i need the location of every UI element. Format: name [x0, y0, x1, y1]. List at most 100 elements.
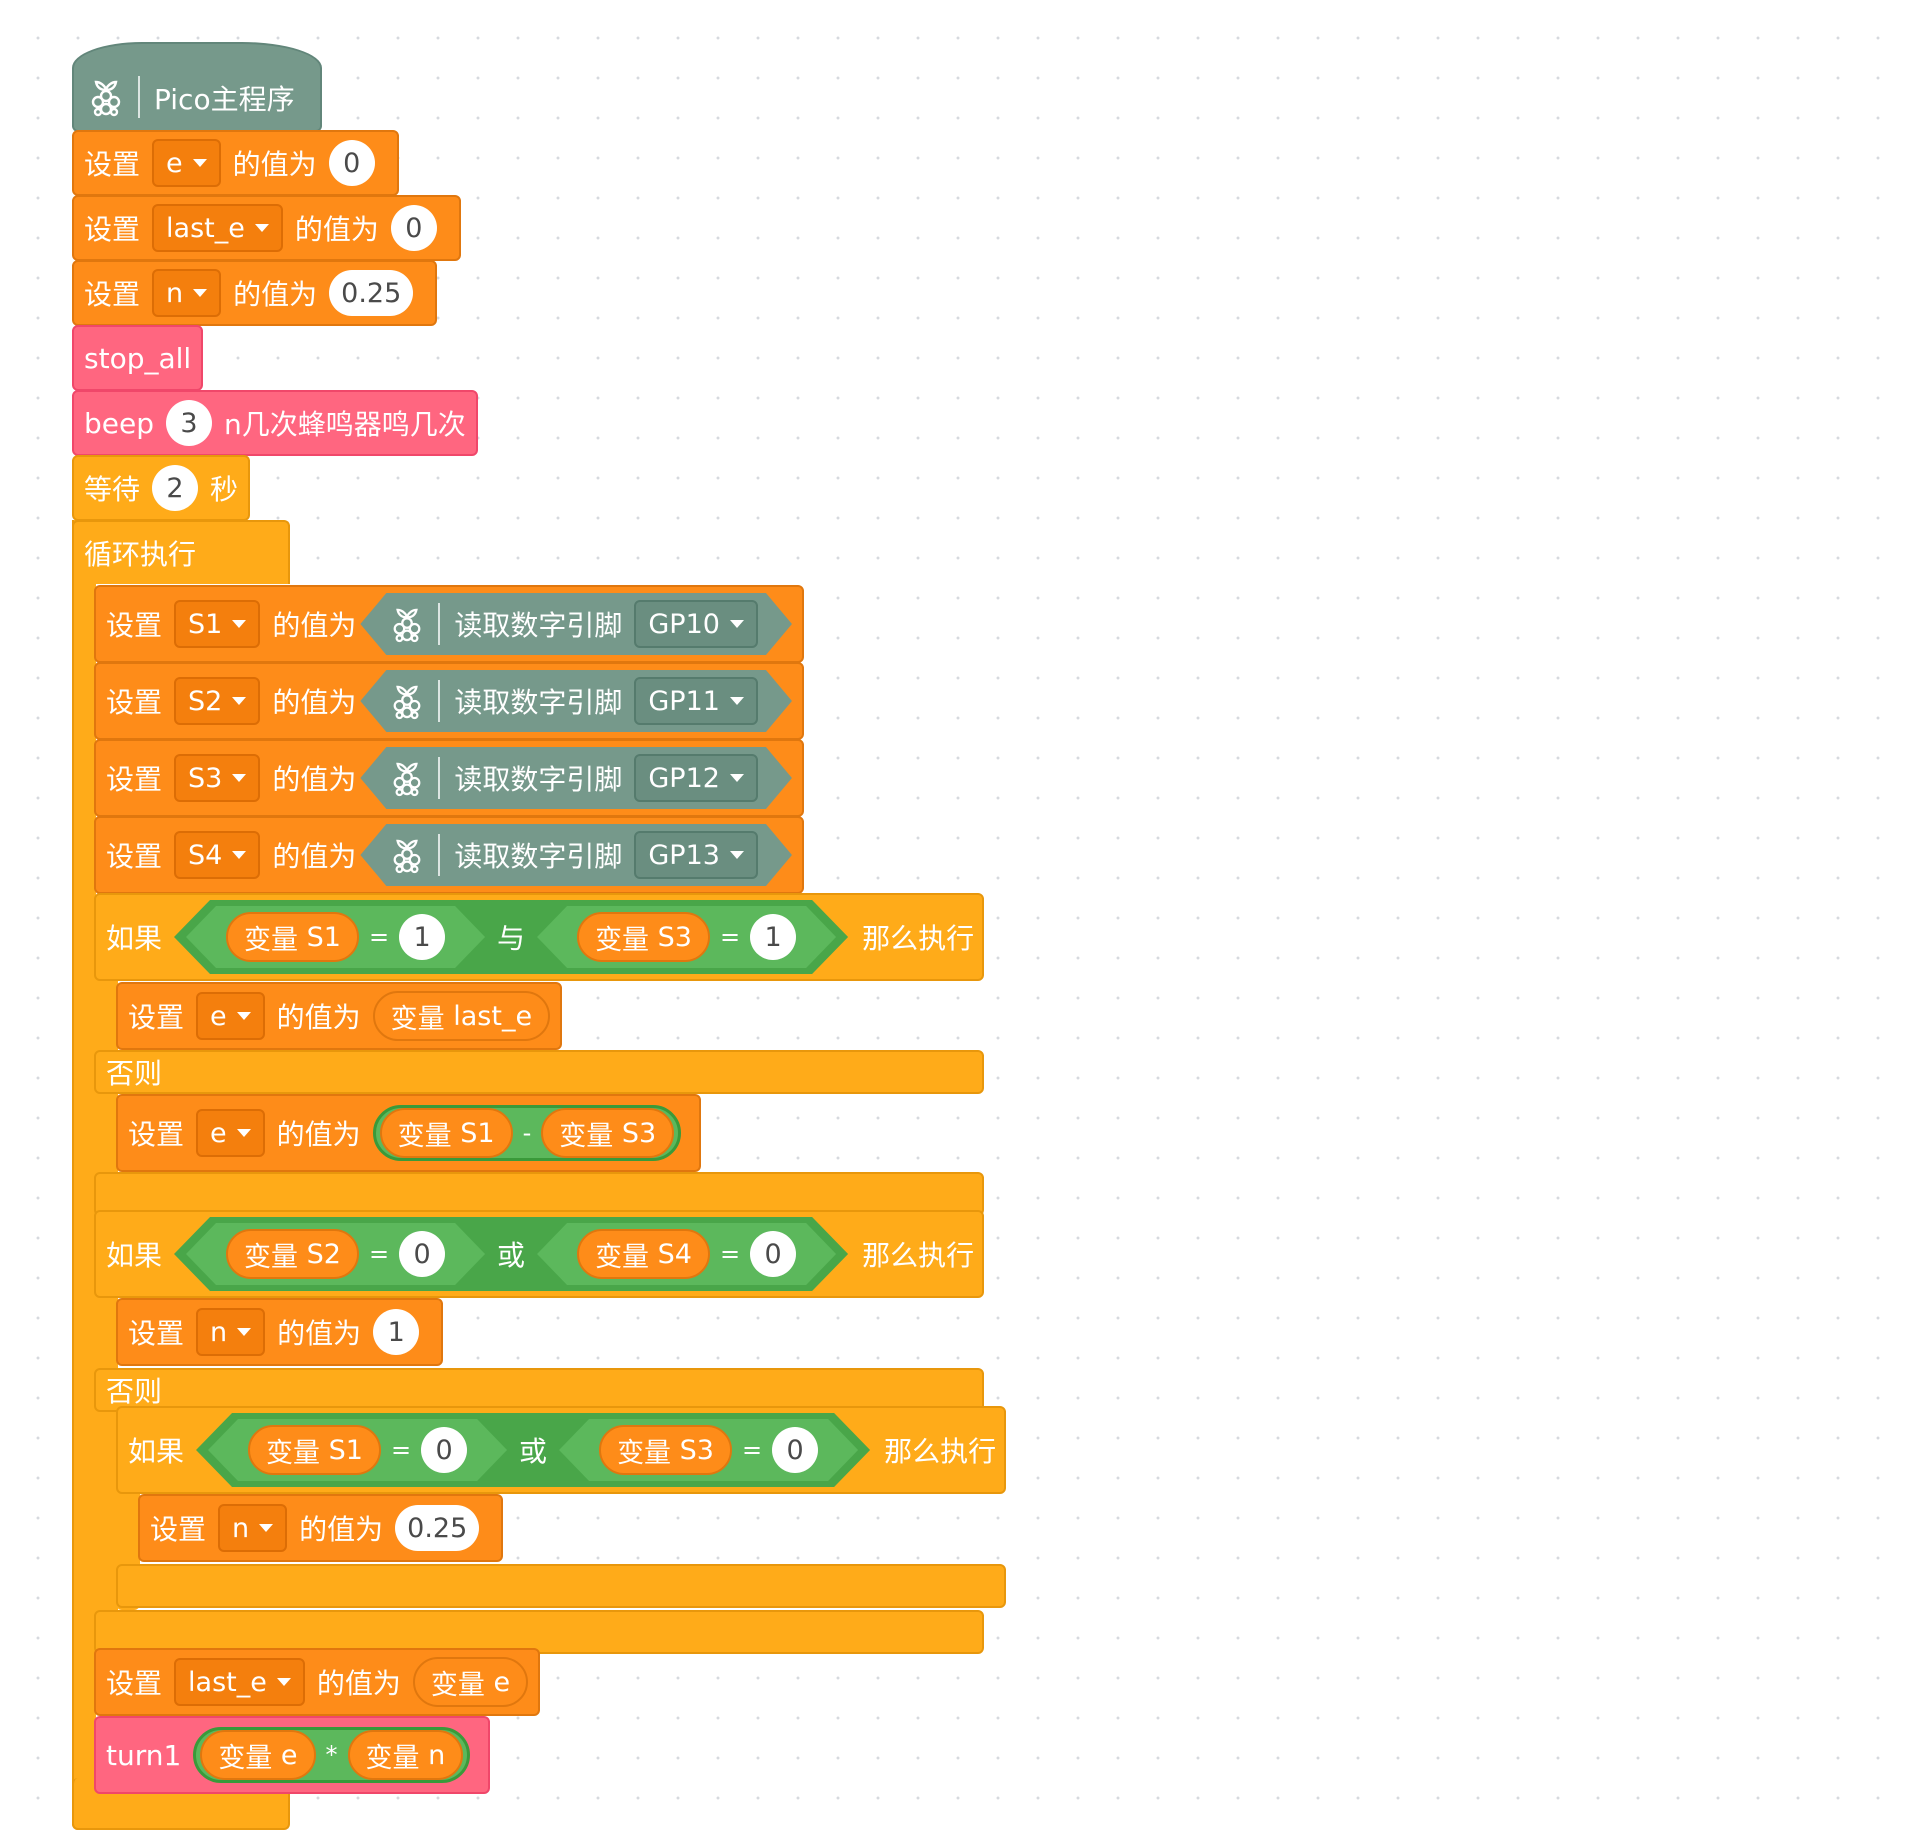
set-e-block[interactable]: 设置 e 的值为 0	[72, 130, 399, 196]
number-input[interactable]: 0	[772, 1427, 818, 1473]
variable-dropdown[interactable]: S1	[174, 600, 261, 648]
pico-main-hat-block[interactable]: Pico主程序	[72, 42, 322, 132]
variable-reporter[interactable]: 变量 S1	[226, 912, 359, 962]
wait-unit: 秒	[210, 473, 239, 506]
variable-reporter[interactable]: 变量 e	[200, 1730, 316, 1780]
set-keyword: 设置	[106, 763, 163, 796]
number-input[interactable]: 0	[421, 1427, 467, 1473]
variable-dropdown[interactable]: last_e	[152, 204, 283, 252]
and-condition[interactable]: 变量 S1 = 1 与 变量 S3 = 1	[174, 900, 848, 974]
beep-count-input[interactable]: 3	[166, 400, 212, 446]
if-else-block-2[interactable]: 如果 变量 S2 = 0 或 变量 S4 = 0 那么执行	[94, 1210, 984, 1298]
variable-dropdown[interactable]: last_e	[174, 1658, 305, 1706]
dropdown-caret-icon	[276, 1678, 291, 1686]
read-digital-pin-reporter[interactable]: 读取数字引脚 GP12	[360, 747, 792, 809]
variable-reporter[interactable]: 变量 S4	[577, 1229, 710, 1279]
set-last-e-block[interactable]: 设置 last_e 的值为 0	[72, 195, 461, 261]
dropdown-value: e	[210, 1117, 227, 1149]
variable-reporter[interactable]: 变量 S3	[541, 1108, 675, 1158]
number-input[interactable]: 0.25	[395, 1505, 480, 1551]
set-keyword: 设置	[106, 840, 163, 873]
set-last-e-loop-block[interactable]: 设置 last_e 的值为 变量 e	[94, 1648, 541, 1716]
forever-label: 循环执行	[84, 538, 197, 571]
pin-dropdown[interactable]: GP13	[634, 831, 758, 879]
variable-reporter[interactable]: 变量 S1	[379, 1108, 513, 1158]
set-s4-block[interactable]: 设置 S4 的值为 读取数字引脚 GP13	[94, 816, 804, 894]
number-input[interactable]: 0	[390, 205, 437, 251]
set-keyword: 设置	[150, 1513, 207, 1546]
subtract-operator[interactable]: 变量 S1 - 变量 S3	[372, 1105, 682, 1161]
pin-dropdown[interactable]: GP10	[634, 600, 758, 648]
equals-operator: =	[719, 923, 741, 951]
set-keyword: 设置	[84, 148, 141, 181]
equals-condition[interactable]: 变量 S2 = 0	[186, 1223, 485, 1285]
equals-operator: =	[368, 1240, 390, 1268]
variable-reporter[interactable]: 变量 last_e	[372, 991, 551, 1041]
pin-dropdown[interactable]: GP11	[634, 677, 758, 725]
set-n-then-block[interactable]: 设置 n 的值为 1	[116, 1298, 444, 1366]
if-else-block-1[interactable]: 如果 变量 S1 = 1 与 变量 S3 = 1 那么执行	[94, 893, 984, 981]
number-input[interactable]: 0	[750, 1231, 796, 1277]
if-block-3[interactable]: 如果 变量 S1 = 0 或 变量 S3 = 0 那么执行	[116, 1406, 1006, 1494]
variable-reporter[interactable]: 变量 e	[412, 1657, 529, 1707]
beep-suffix: n几次蜂鸣器鸣几次	[224, 408, 466, 441]
value-of-keyword: 的值为	[316, 1667, 401, 1700]
set-e-else-block[interactable]: 设置 e 的值为 变量 S1 - 变量 S3	[116, 1094, 702, 1172]
variable-dropdown[interactable]: e	[196, 992, 265, 1040]
multiply-operator[interactable]: 变量 e * 变量 n	[193, 1727, 471, 1783]
set-s3-block[interactable]: 设置 S3 的值为 读取数字引脚 GP12	[94, 739, 804, 817]
number-input[interactable]: 1	[399, 914, 445, 960]
set-n-nested-block[interactable]: 设置 n 的值为 0.25	[138, 1494, 504, 1562]
set-s1-block[interactable]: 设置 S1 的值为 读取数字引脚 GP10	[94, 585, 804, 663]
forever-block[interactable]: 循环执行	[72, 520, 290, 584]
variable-dropdown[interactable]: n	[152, 269, 222, 317]
set-s2-block[interactable]: 设置 S2 的值为 读取数字引脚 GP11	[94, 662, 804, 740]
read-digital-pin-reporter[interactable]: 读取数字引脚 GP13	[360, 824, 792, 886]
equals-operator: =	[719, 1240, 741, 1268]
dropdown-value: n	[232, 1512, 250, 1544]
variable-dropdown[interactable]: e	[152, 139, 221, 187]
variable-dropdown[interactable]: S4	[174, 831, 261, 879]
wait-seconds-input[interactable]: 2	[152, 465, 199, 511]
variable-reporter[interactable]: 变量 S3	[577, 912, 710, 962]
dropdown-value: GP11	[648, 685, 720, 717]
pin-dropdown[interactable]: GP12	[634, 754, 758, 802]
variable-keyword: 变量	[218, 1742, 273, 1774]
number-input[interactable]: 1	[750, 914, 796, 960]
variable-dropdown[interactable]: n	[218, 1504, 288, 1552]
wait-label: 等待	[84, 473, 141, 506]
number-input[interactable]: 0.25	[329, 270, 414, 316]
read-digital-pin-reporter[interactable]: 读取数字引脚 GP10	[360, 593, 792, 655]
variable-dropdown[interactable]: e	[196, 1109, 265, 1157]
equals-condition[interactable]: 变量 S3 = 1	[537, 906, 836, 968]
number-input[interactable]: 1	[373, 1309, 420, 1355]
dropdown-caret-icon	[237, 1328, 252, 1336]
variable-reporter[interactable]: 变量 S1	[248, 1425, 381, 1475]
variable-dropdown[interactable]: S2	[174, 677, 261, 725]
reporter-separator	[438, 603, 440, 645]
set-n-block[interactable]: 设置 n 的值为 0.25	[72, 260, 438, 326]
dropdown-caret-icon	[232, 851, 247, 859]
equals-condition[interactable]: 变量 S1 = 0	[208, 1419, 507, 1481]
equals-condition[interactable]: 变量 S1 = 1	[186, 906, 485, 968]
equals-condition[interactable]: 变量 S4 = 0	[537, 1223, 836, 1285]
variable-dropdown[interactable]: n	[196, 1308, 266, 1356]
variable-reporter[interactable]: 变量 S2	[226, 1229, 359, 1279]
equals-condition[interactable]: 变量 S3 = 0	[559, 1419, 858, 1481]
beep-block[interactable]: beep 3 n几次蜂鸣器鸣几次	[72, 390, 478, 456]
variable-reporter[interactable]: 变量 S3	[599, 1425, 732, 1475]
read-digital-pin-reporter[interactable]: 读取数字引脚 GP11	[360, 670, 792, 732]
variable-reporter[interactable]: 变量 n	[347, 1730, 464, 1780]
stop-all-block[interactable]: stop_all	[72, 325, 204, 391]
number-input[interactable]: 0	[399, 1231, 445, 1277]
raspberry-pi-icon	[390, 835, 424, 875]
dropdown-value: last_e	[188, 1666, 267, 1698]
or-condition[interactable]: 变量 S2 = 0 或 变量 S4 = 0	[174, 1217, 848, 1291]
turn1-block[interactable]: turn1 变量 e * 变量 n	[94, 1716, 491, 1794]
variable-dropdown[interactable]: S3	[174, 754, 261, 802]
or-condition[interactable]: 变量 S1 = 0 或 变量 S3 = 0	[196, 1413, 870, 1487]
number-input[interactable]: 0	[328, 140, 375, 186]
set-e-then-block[interactable]: 设置 e 的值为 变量 last_e	[116, 982, 563, 1050]
wait-block[interactable]: 等待 2 秒	[72, 455, 251, 521]
